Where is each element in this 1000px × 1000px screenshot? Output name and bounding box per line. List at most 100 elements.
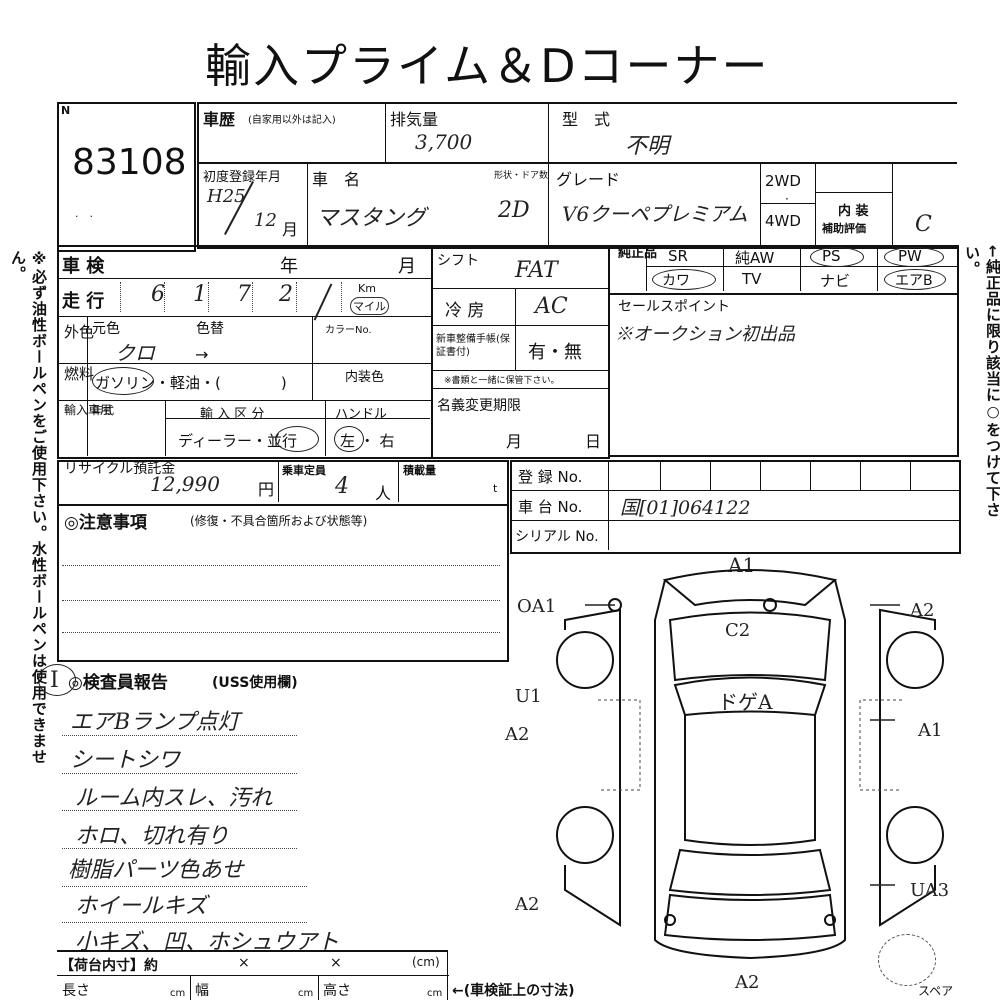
cargo-label: 【荷台内寸】約 — [60, 958, 158, 974]
first-reg-month: 12 — [254, 210, 277, 231]
name-change-day: 日 — [585, 432, 602, 451]
name-change-month: 月 — [506, 432, 523, 451]
equipment-label: 純正品 — [618, 247, 657, 261]
headlight — [824, 914, 836, 926]
damage-mark: UA3 — [910, 880, 950, 901]
header-grid — [197, 102, 957, 249]
exterior-label-text: 外色 — [64, 323, 95, 341]
recycle-unit: 円 — [258, 480, 275, 499]
lot-dots: · · — [75, 210, 93, 223]
cargo-row — [57, 950, 447, 1000]
displacement-label: 排気量 — [390, 110, 439, 129]
repaint-arrow: → — [195, 345, 209, 364]
mileage-digit: 7 — [237, 282, 251, 307]
damage-mark: ドゲA — [718, 690, 773, 714]
cargo-cert-note: ←(車検証上の寸法) — [452, 983, 575, 999]
shift-label: シフト — [437, 253, 479, 269]
cargo-width-label: 幅 — [195, 983, 209, 999]
sales-point-value: ※オークション初出品 — [615, 324, 795, 345]
first-reg-month-unit: 月 — [282, 220, 299, 239]
history-note: (自家用以外は記入) — [248, 115, 336, 126]
equip-sr: SR — [668, 247, 688, 265]
report-item: 樹脂パーツ色あせ — [68, 858, 244, 883]
recycle-label: リサイクル預託金 — [64, 462, 175, 477]
damage-mark: A2 — [505, 724, 530, 745]
mileage-label: 走 行 — [62, 291, 105, 312]
spare-label: スペア — [918, 984, 954, 998]
sales-point-box — [608, 291, 959, 457]
shaken-year-label: 年 — [280, 256, 298, 277]
mileage-box: 2 — [252, 282, 297, 312]
report-item: シートシワ — [70, 748, 181, 773]
chassis-value: 国[01]064122 — [620, 497, 751, 519]
left-side-note: ※必ず油性ボールペンをご使用下さい。水性ボールペンは使用できません。 — [9, 250, 48, 765]
report-item: エアBランプ点灯 — [70, 710, 240, 735]
grade-eval-label2: 補助評価 — [822, 222, 866, 235]
color-no-label: カラーNo. — [325, 325, 372, 336]
mileage-box: 7 — [208, 282, 253, 312]
capacity-value: 4 — [335, 474, 349, 499]
damage-mark: A2 — [735, 972, 760, 993]
serial-label: シリアル No. — [515, 529, 599, 545]
caution-label: ◎注意事項 — [64, 513, 147, 533]
cargo-width-unit: cm — [298, 988, 314, 999]
mileage-boxes: 6 1 7 2 — [120, 282, 420, 312]
damage-mark: A1 — [918, 720, 943, 741]
grade-label: グレード — [556, 170, 621, 189]
equip-tv: TV — [742, 270, 762, 288]
side-right — [879, 608, 936, 927]
car-body — [654, 579, 846, 960]
cargo-length-unit: cm — [170, 988, 186, 999]
car-windshield — [673, 676, 827, 717]
lot-label: N — [61, 104, 71, 117]
wheel-rear-right — [886, 806, 944, 864]
mile-label: マイル — [350, 297, 389, 315]
report-item: ホイールキズ — [75, 894, 208, 919]
damage-mark: U1 — [515, 686, 542, 707]
damage-mark: A2 — [910, 600, 935, 621]
grade-eval-label1: 内 装 — [838, 204, 869, 219]
spare-circle — [878, 934, 936, 986]
name-change-label: 名義変更期限 — [437, 398, 521, 414]
displacement-value: 3,700 — [415, 130, 473, 154]
inspection-block — [57, 245, 433, 459]
ac-value: AC — [535, 294, 568, 319]
import-type-label: 輸 入 区 分 — [200, 407, 265, 422]
inspector-label: ◎検査員報告 — [68, 673, 168, 693]
orig-color-value: クロ — [115, 341, 155, 365]
km-label: Km — [358, 282, 376, 295]
equip-pw-circle — [884, 247, 944, 267]
mileage-digit: 6 — [151, 282, 165, 307]
handle-circle — [334, 426, 364, 452]
ac-label: 冷 房 — [445, 301, 485, 321]
wheel-front-left — [556, 631, 614, 689]
grade-value: V6クーペプレミアム — [562, 202, 748, 226]
model-label: 型 式 — [562, 110, 611, 129]
repaint-label: 色替 — [196, 321, 224, 337]
cargo-x2: × — [330, 955, 342, 971]
wheel-front-right — [886, 631, 944, 689]
page-title: 輸入プライム＆Dコーナー — [205, 39, 770, 93]
mileage-digit: 2 — [279, 282, 293, 307]
fuel-label-text: 燃料 — [64, 365, 95, 383]
equip-navi: ナビ — [820, 272, 851, 290]
recycle-value: 12,990 — [150, 472, 220, 496]
car-name-value: マスタング — [316, 206, 427, 231]
damage-mark: A2 — [515, 894, 540, 915]
car-trunk — [663, 893, 837, 941]
car-roof — [684, 715, 816, 846]
import-label-text: 輸入車用 — [64, 403, 113, 417]
chassis-label: 車 台 No. — [518, 498, 583, 516]
doors-value: 2D — [498, 198, 530, 223]
mileage-digit: 1 — [193, 282, 207, 307]
first-reg-era: H25 — [207, 186, 246, 207]
inspector-mark-circle — [38, 664, 76, 696]
import-label: 輸入車用 — [64, 404, 112, 416]
shaken-label: 車 検 — [62, 256, 105, 277]
car-diagram — [556, 569, 944, 960]
interior-grade-value: C — [915, 212, 932, 237]
recycle-label-text: リサイクル預託金 — [64, 461, 176, 477]
door-line — [859, 699, 902, 791]
capacity-unit: 人 — [375, 484, 392, 503]
drive-4wd: 4WD — [765, 212, 801, 230]
